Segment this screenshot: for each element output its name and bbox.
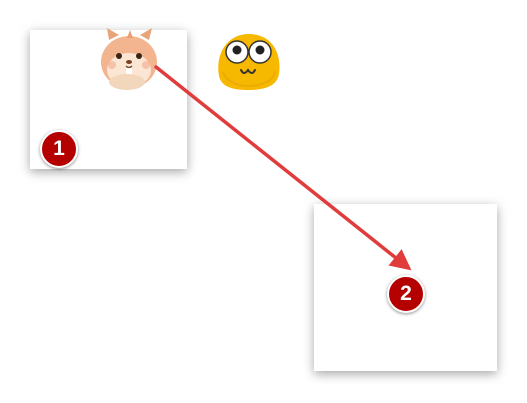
arrow-icon	[154, 65, 412, 271]
hamster-icon[interactable]	[97, 26, 161, 90]
surprised-face-icon[interactable]	[213, 30, 283, 92]
step-badge-2: 2	[387, 275, 425, 313]
step-badge-1: 1	[40, 130, 78, 168]
